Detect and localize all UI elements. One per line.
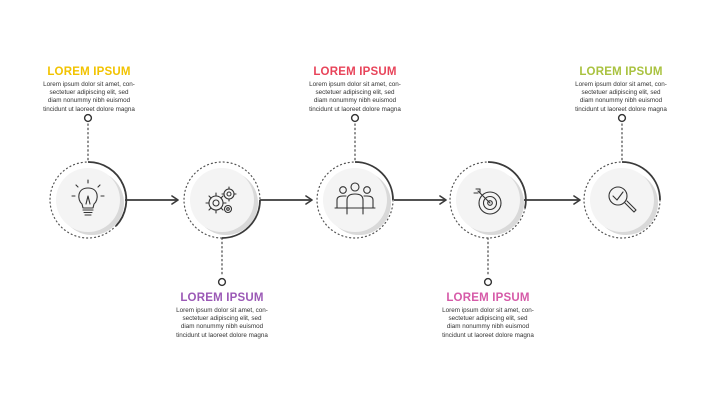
step-4-description: Lorem ipsum dolor sit amet, con- sectetu… (442, 307, 534, 339)
step-2-title: LOREM IPSUM (180, 292, 264, 304)
step-3-node (316, 161, 394, 239)
step-1-node (49, 161, 128, 239)
step-3-text: LOREM IPSUM Lorem ipsum dolor sit amet, … (285, 66, 425, 114)
step-3-description: Lorem ipsum dolor sit amet, con- sectetu… (309, 81, 401, 113)
search-check-icon (608, 186, 637, 213)
step-5-node (583, 161, 661, 239)
step-5-text: LOREM IPSUM Lorem ipsum dolor sit amet, … (551, 66, 691, 114)
leader-dot-5 (617, 113, 627, 123)
step-4-title: LOREM IPSUM (446, 292, 530, 304)
step-4-node (449, 161, 527, 239)
leader-dot-3 (350, 113, 360, 123)
step-1-description: Lorem ipsum dolor sit amet, con- sectetu… (43, 81, 135, 113)
step-2-node (183, 161, 261, 239)
step-1-text: LOREM IPSUM Lorem ipsum dolor sit amet, … (19, 66, 159, 114)
step-2-description: Lorem ipsum dolor sit amet, con- sectetu… (176, 307, 268, 339)
step-3-title: LOREM IPSUM (313, 66, 397, 78)
target-icon (473, 188, 502, 215)
leader-dot-1 (83, 113, 93, 123)
gears-icon (205, 186, 237, 214)
leader-dot-4 (483, 277, 493, 287)
step-5-title: LOREM IPSUM (579, 66, 663, 78)
step-2-text: LOREM IPSUM Lorem ipsum dolor sit amet, … (152, 292, 292, 340)
leader-dot-2 (217, 277, 227, 287)
leader-lines (83, 113, 627, 287)
lightbulb-icon (71, 179, 105, 216)
step-1-title: LOREM IPSUM (47, 66, 131, 78)
step-4-text: LOREM IPSUM Lorem ipsum dolor sit amet, … (418, 292, 558, 340)
step-5-description: Lorem ipsum dolor sit amet, con- sectetu… (575, 81, 667, 113)
team-icon (334, 182, 376, 215)
